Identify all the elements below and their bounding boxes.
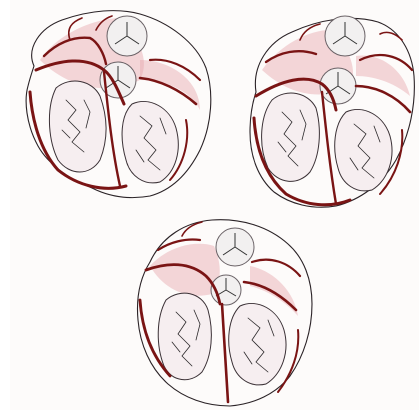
valve-top-bottom	[216, 228, 254, 266]
chamber-right-ventricle	[122, 101, 178, 182]
heart-cross-section-right	[250, 16, 414, 207]
chamber-left-ventricle	[49, 81, 106, 172]
chamber-left-ventricle	[158, 293, 211, 380]
heart-cross-section-bottom	[138, 220, 313, 406]
chamber-left-ventricle	[262, 93, 320, 181]
left-margin-strip	[0, 0, 10, 410]
valve-top-left	[107, 16, 147, 56]
chamber-right-ventricle	[229, 303, 286, 384]
valve-top-right	[325, 16, 365, 56]
heart-cross-section-left	[26, 11, 211, 198]
chamber-right-ventricle	[335, 109, 392, 190]
